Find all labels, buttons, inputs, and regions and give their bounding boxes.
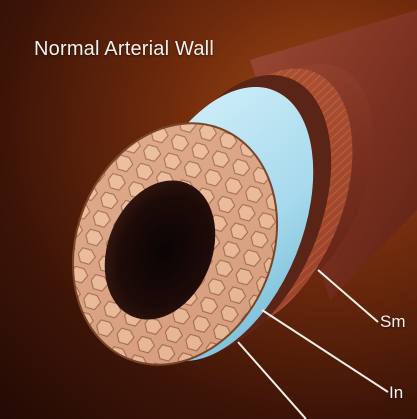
intima-label: In xyxy=(389,383,403,403)
intima-leader-line xyxy=(262,310,388,392)
figure-title: Normal Arterial Wall xyxy=(34,38,214,61)
smooth-muscle-label: Sm xyxy=(380,312,406,332)
lumen-leader-line xyxy=(238,342,306,419)
